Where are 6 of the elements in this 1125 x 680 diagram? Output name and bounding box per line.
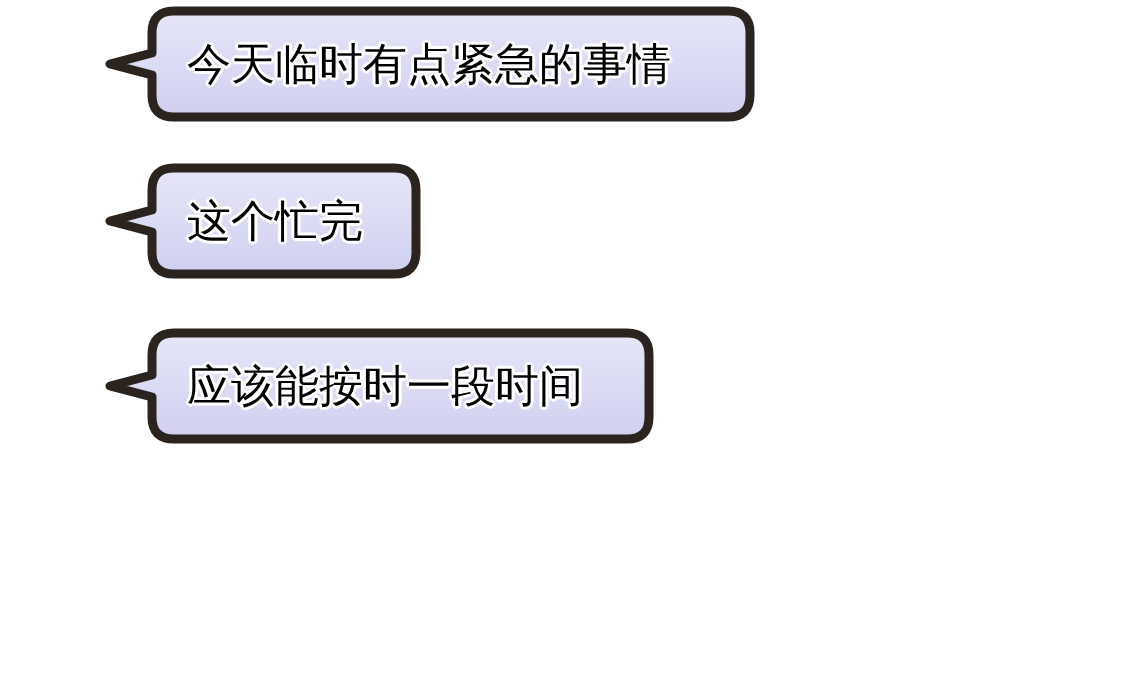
speech-bubble [105, 163, 421, 279]
bubble-text: 应该能按时一段时间 [187, 358, 583, 413]
speech-bubble [105, 328, 654, 444]
bubble-text: 这个忙完 [187, 193, 363, 248]
bubble-text: 今天临时有点紧急的事情 [187, 36, 671, 91]
speech-bubble [105, 6, 755, 122]
